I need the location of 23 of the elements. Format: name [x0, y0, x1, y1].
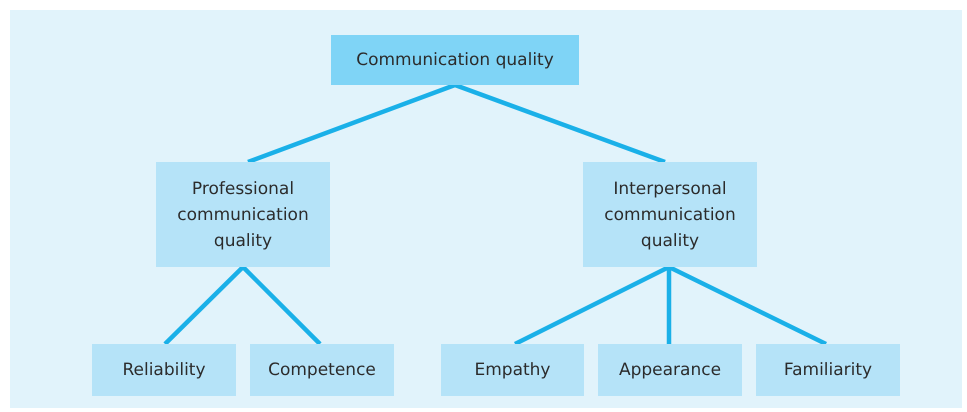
connector-line — [247, 82, 456, 164]
connector-line — [241, 265, 322, 346]
connector-line — [666, 267, 672, 344]
connector-line — [514, 264, 670, 346]
node-label: Appearance — [618, 359, 722, 382]
node-label: Empathy — [474, 359, 550, 382]
category-box — [92, 344, 236, 396]
category-box — [156, 162, 330, 267]
node-label: Interpersonal communication quality — [603, 178, 737, 252]
category-box — [331, 35, 579, 85]
node-label: Reliability — [122, 359, 206, 382]
node-label: Competence — [268, 359, 376, 382]
category-box — [250, 344, 394, 396]
connector-line — [668, 264, 827, 346]
connector-line — [454, 82, 666, 164]
node-label: Professional communication quality — [176, 178, 310, 252]
category-box — [598, 344, 742, 396]
connector-line — [163, 265, 245, 346]
category-box — [756, 344, 900, 396]
category-box — [583, 162, 757, 267]
category-box — [441, 344, 584, 396]
node-label: Familiarity — [784, 359, 872, 382]
node-label: Communication quality — [356, 49, 554, 72]
